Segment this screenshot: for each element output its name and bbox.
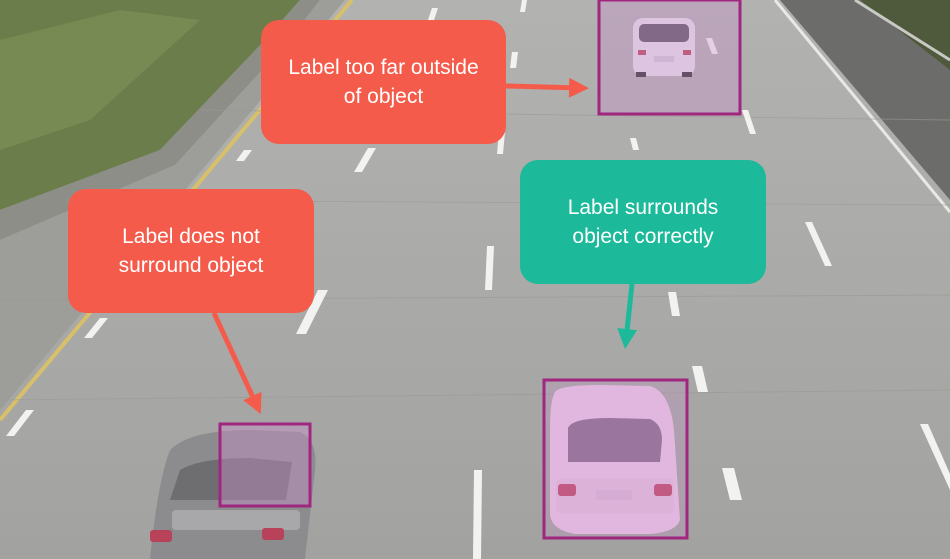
white-edge-line xyxy=(773,0,950,213)
callout-right-line-1: Label surrounds xyxy=(567,196,719,219)
callout-surrounds-correctly: Label surrounds object correctly xyxy=(520,160,766,284)
guardrail xyxy=(854,0,950,62)
arrow-to-top-box xyxy=(505,77,589,98)
callout-left-line-2: surround object xyxy=(118,254,264,277)
callout-top-line-1: Label too far outside xyxy=(288,56,479,79)
callout-left-line-1: Label does not xyxy=(122,225,260,248)
callout-too-far-outside: Label too far outside of object xyxy=(261,20,506,144)
bounding-box-too-large xyxy=(597,0,742,116)
callout-does-not-surround: Label does not surround object xyxy=(68,189,314,313)
right-shoulder xyxy=(780,0,950,200)
car-bottom-left xyxy=(150,430,316,559)
box-tint-top xyxy=(599,0,740,114)
arrow-to-right-box xyxy=(617,283,638,349)
arrow-to-left-box xyxy=(211,311,262,415)
bounding-box-correct xyxy=(542,378,689,540)
bounding-box-too-small xyxy=(218,422,312,508)
callout-top-line-2: of object xyxy=(343,85,424,108)
callout-right-line-2: object correctly xyxy=(572,225,714,248)
box-tint-left xyxy=(220,424,310,506)
box-tint-right xyxy=(544,380,687,538)
barrier-wall xyxy=(0,0,320,240)
car-top xyxy=(633,18,695,77)
lane-dashes xyxy=(6,0,950,559)
car-bottom-right xyxy=(550,385,680,534)
